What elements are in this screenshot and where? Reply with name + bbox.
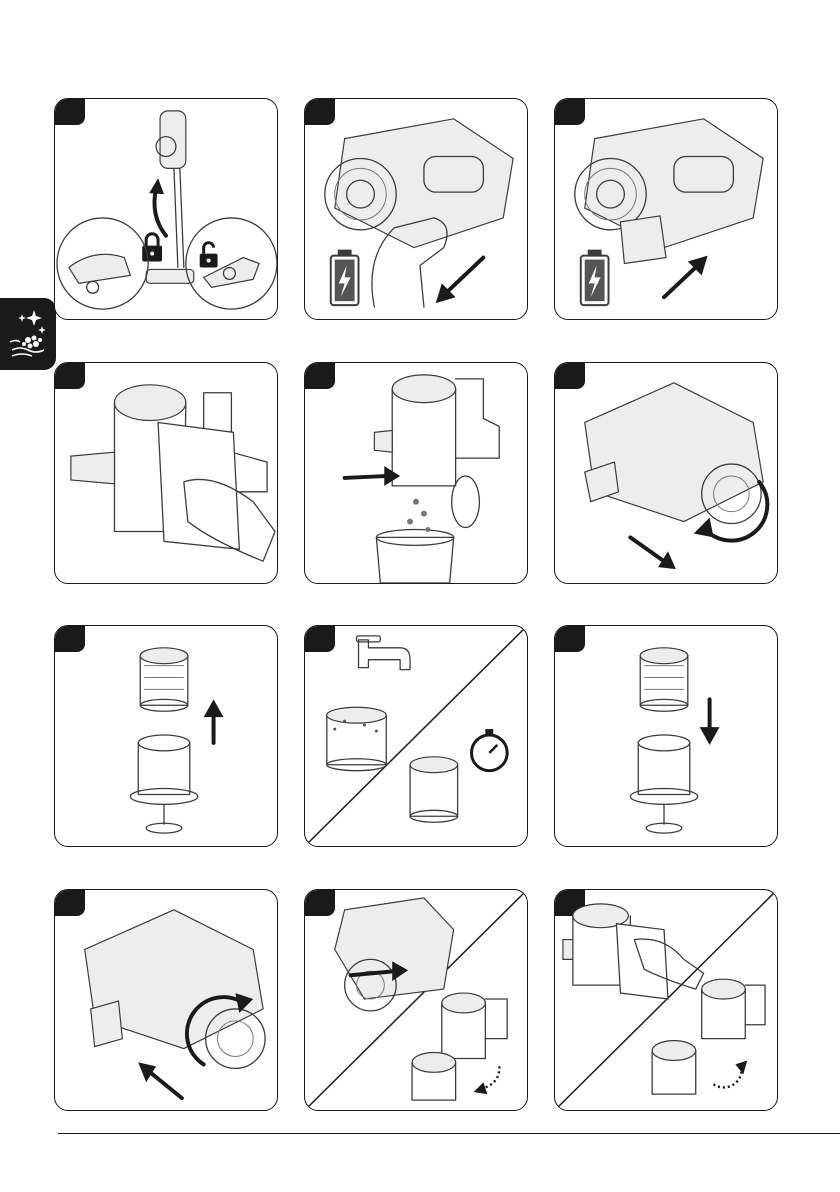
- water-tap-icon: [357, 636, 411, 670]
- vacuum-unit-illustration: [374, 375, 499, 528]
- filter-icon: [410, 757, 458, 822]
- step-panel-4: [54, 362, 278, 584]
- arrow-up-left-icon: [150, 1072, 182, 1098]
- filter-icon: [140, 648, 188, 711]
- vacuum-body-illustration: [325, 119, 513, 248]
- arrow-down-left-icon: [446, 258, 484, 294]
- filter-icon: [327, 707, 386, 770]
- arrow-down-right-icon: [630, 537, 664, 561]
- unlock-icon: [200, 243, 218, 268]
- step-panel-3: [554, 98, 778, 320]
- footer-rule: [58, 1133, 840, 1134]
- step-panel-8: [304, 625, 528, 847]
- sidebar-tab: [0, 298, 56, 370]
- dotted-rotate-icon: [714, 1066, 742, 1087]
- vacuum-small-illustration: [702, 979, 765, 1038]
- step-panel-7: [54, 625, 278, 847]
- battery-charge-icon: [331, 250, 359, 305]
- step-panel-6: [554, 362, 778, 584]
- arrow-right-icon: [345, 476, 387, 478]
- step-panel-12: [554, 889, 778, 1111]
- stopwatch-icon: [471, 729, 507, 771]
- vacuum-small-illustration: [652, 1041, 696, 1095]
- vacuum-small-illustration: [442, 993, 507, 1058]
- vacuum-small-illustration: [412, 1053, 456, 1101]
- arrow-up-right-icon: [664, 265, 698, 297]
- step-panel-10: [54, 889, 278, 1111]
- curved-arrow-up-icon: [154, 188, 166, 236]
- step-panel-2: [304, 98, 528, 320]
- vacuum-body-illustration: [575, 119, 763, 264]
- filter-housing-illustration: [630, 735, 697, 833]
- vacuum-unit-illustration: [585, 383, 763, 524]
- cloth-wipe-icon: [616, 924, 703, 999]
- vacuum-unit-illustration: [335, 898, 454, 1011]
- step-panel-5: [304, 362, 528, 584]
- step-panel-9: [554, 625, 778, 847]
- dust-bin-icon: [376, 499, 453, 583]
- vacuum-unit-illustration: [85, 910, 265, 1069]
- step-panel-11: [304, 889, 528, 1111]
- filter-housing-illustration: [130, 735, 197, 833]
- battery-charge-icon: [581, 250, 609, 305]
- step-panel-1: [54, 98, 278, 320]
- sparkle-dust-icon: [6, 306, 50, 362]
- filter-icon: [640, 648, 688, 711]
